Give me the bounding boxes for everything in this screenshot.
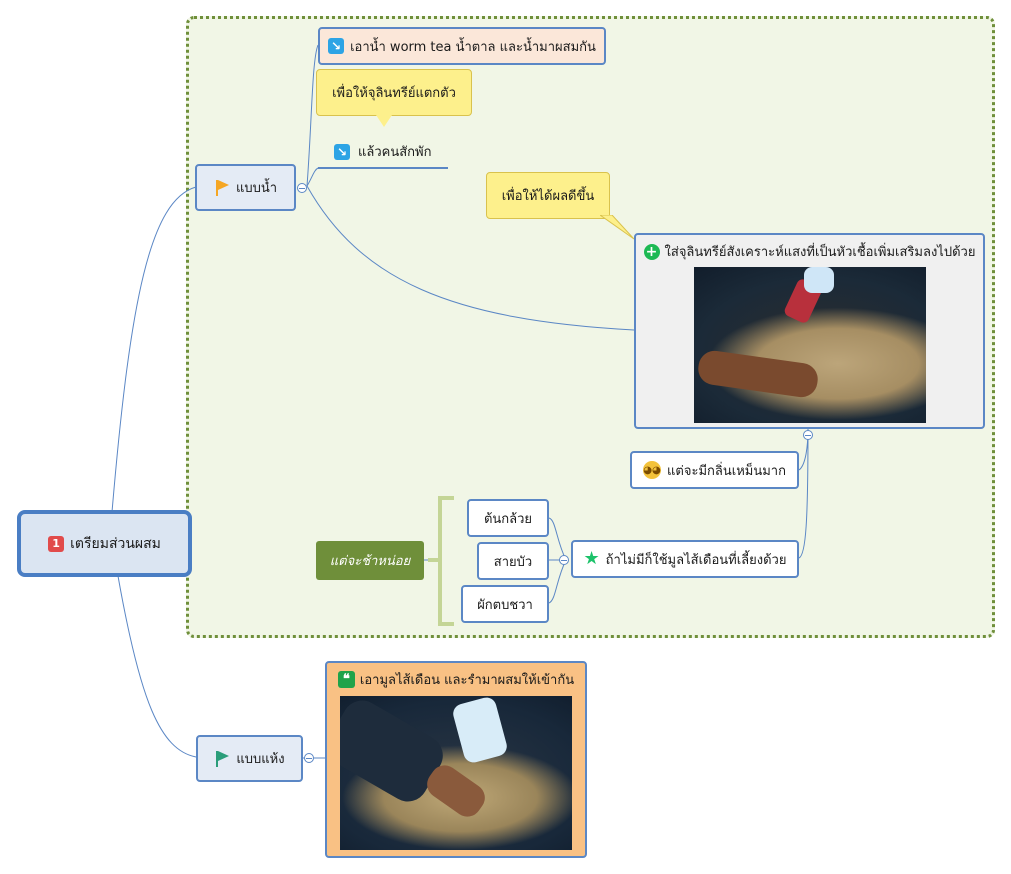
topic-banana-stem-label: ต้นกล้วย: [483, 511, 533, 527]
callout-microbe-dispersal[interactable]: เพื่อให้จุลินทรีย์แตกตัว: [316, 69, 472, 116]
summary-bracket-tick: [428, 558, 440, 562]
collapse-toggle-bacteria[interactable]: [803, 430, 813, 440]
topic-lotus-stem[interactable]: สายบัว: [477, 542, 549, 580]
topic-add-photosynthetic-bacteria[interactable]: + ใส่จุลินทรีย์สังเคราะห์แสงที่เป็นหัวเช…: [634, 233, 985, 429]
plus-icon: +: [643, 243, 660, 260]
topic-add-photosynthetic-bacteria-label: ใส่จุลินทรีย์สังเคราะห์แสงที่เป็นหัวเชื้…: [664, 245, 976, 260]
collapse-toggle-dry[interactable]: [304, 753, 314, 763]
topic-use-worm-castings[interactable]: ★ ถ้าไม่มีก็ใช้มูลไส้เดือนที่เลี้ยงด้วย: [571, 540, 799, 578]
arrow-down-right-icon: ↘: [334, 143, 350, 160]
root-topic-label: เตรียมส่วนผสม: [70, 535, 161, 552]
topic-add-photosynthetic-bacteria-header: + ใส่จุลินทรีย์สังเคราะห์แสงที่เป็นหัวเช…: [643, 241, 976, 262]
root-topic[interactable]: 1 เตรียมส่วนผสม: [17, 510, 192, 577]
topic-mix-worm-tea-label: เอาน้ำ worm tea น้ำตาล และน้ำมาผสมกัน: [350, 39, 596, 55]
topic-water-method-label: แบบน้ำ: [235, 181, 278, 196]
collapse-toggle-water[interactable]: [297, 183, 307, 193]
topic-mix-worm-tea[interactable]: ↘ เอาน้ำ worm tea น้ำตาล และน้ำมาผสมกัน: [318, 27, 606, 65]
callout-better-results[interactable]: เพื่อให้ได้ผลดีขึ้น: [486, 172, 610, 219]
quote-icon: ❝: [337, 671, 355, 688]
callout-tail: [600, 215, 635, 240]
topic-water-method[interactable]: แบบน้ำ: [195, 164, 296, 211]
callout-microbe-dispersal-label: เพื่อให้จุลินทรีย์แตกตัว: [332, 86, 456, 101]
topic-mix-castings-bran-header: ❝ เอามูลไส้เดือน และรำมาผสมให้เข้ากัน: [337, 669, 575, 690]
topic-water-hyacinth-label: ผักตบชวา: [477, 597, 533, 613]
photo-mixing-castings: [340, 696, 572, 850]
callout-better-results-label: เพื่อให้ได้ผลดีขึ้น: [501, 189, 595, 204]
topic-dry-method[interactable]: แบบแห้ง: [196, 735, 303, 782]
topic-dry-method-label: แบบแห้ง: [236, 752, 285, 767]
callout-tail: [376, 115, 392, 127]
topic-stir-a-while[interactable]: ↘ แล้วคนสักพัก: [318, 136, 448, 169]
topic-banana-stem[interactable]: ต้นกล้วย: [467, 499, 549, 537]
summary-slower-label: แต่จะช้าหน่อย: [329, 554, 411, 569]
topic-use-worm-castings-label: ถ้าไม่มีก็ใช้มูลไส้เดือนที่เลี้ยงด้วย: [605, 552, 787, 568]
collapse-toggle-options[interactable]: [559, 555, 569, 565]
topic-lotus-stem-label: สายบัว: [493, 554, 533, 570]
topic-water-hyacinth[interactable]: ผักตบชวา: [461, 585, 549, 623]
topic-mix-castings-bran-label: เอามูลไส้เดือน และรำมาผสมให้เข้ากัน: [359, 673, 575, 688]
green-flag-icon: [214, 750, 230, 768]
crying-face-icon: ◕◕: [643, 461, 662, 479]
topic-strong-smell[interactable]: ◕◕ แต่จะมีกลิ่นเหม็นมาก: [630, 451, 799, 489]
priority-1-icon: 1: [48, 535, 65, 552]
arrow-down-right-icon: ↘: [328, 38, 345, 54]
summary-slower[interactable]: แต่จะช้าหน่อย: [316, 541, 424, 580]
photo-pouring-bacteria: [693, 267, 926, 423]
topic-stir-a-while-label: แล้วคนสักพัก: [358, 145, 432, 160]
orange-flag-icon: [214, 179, 230, 197]
star-icon: ★: [583, 548, 600, 569]
topic-strong-smell-label: แต่จะมีกลิ่นเหม็นมาก: [667, 463, 786, 479]
summary-bracket: [438, 496, 454, 626]
topic-mix-castings-bran[interactable]: ❝ เอามูลไส้เดือน และรำมาผสมให้เข้ากัน: [325, 661, 587, 858]
